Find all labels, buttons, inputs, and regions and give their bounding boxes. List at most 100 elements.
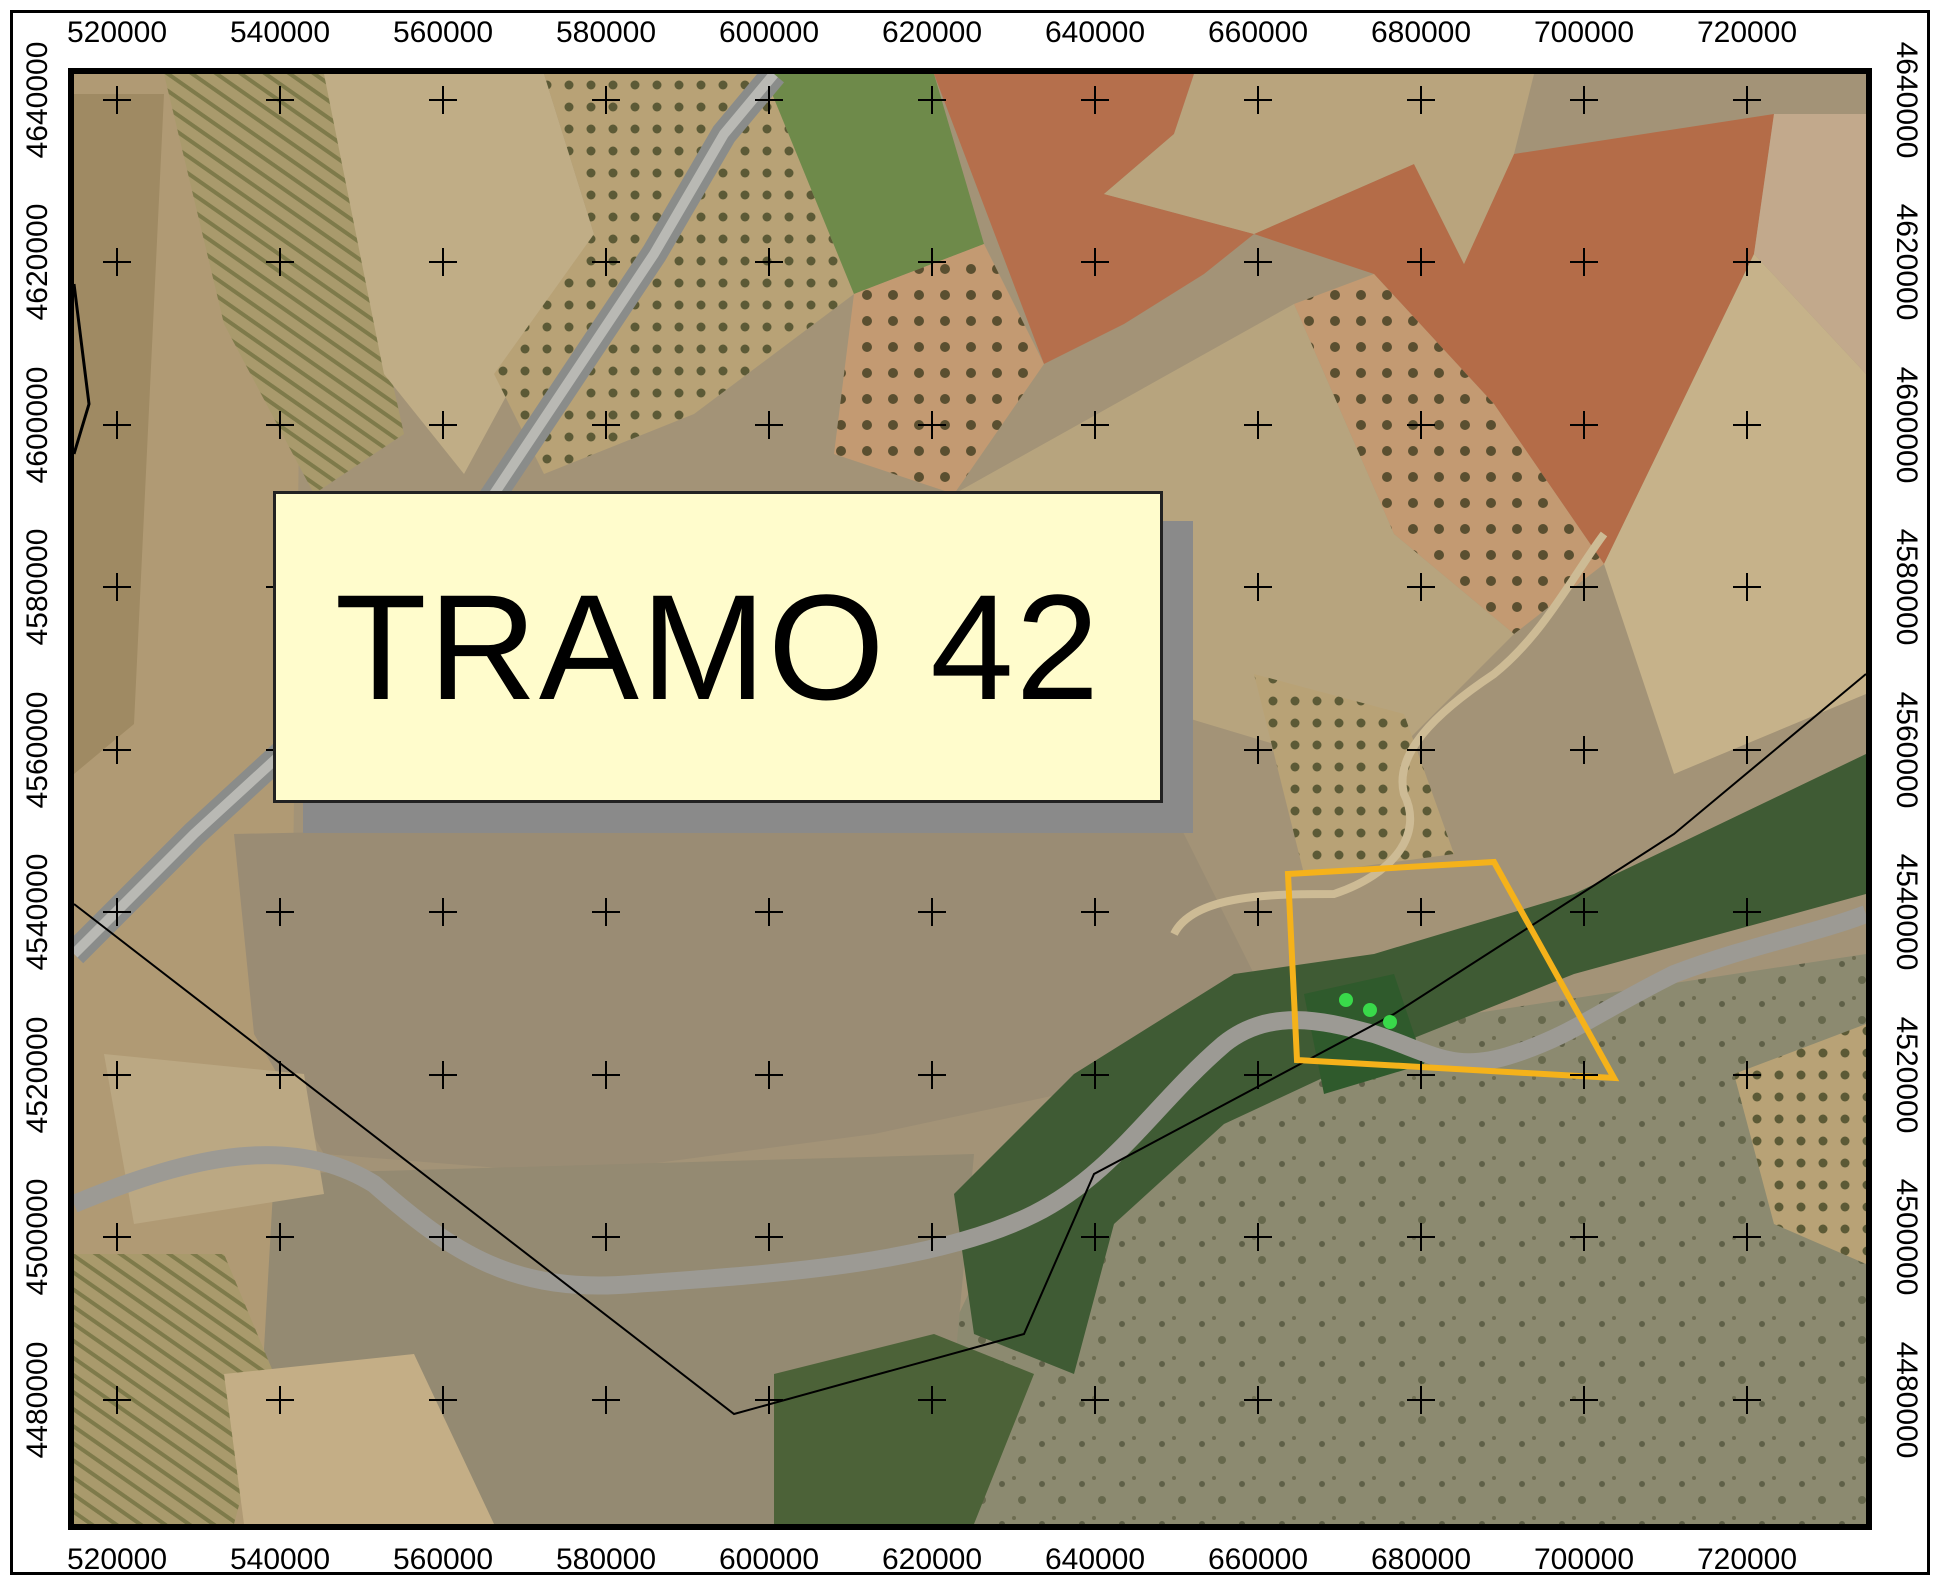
grid-cross-icon [1081, 1223, 1109, 1251]
field [104, 1054, 324, 1224]
grid-cross-icon [1081, 1386, 1109, 1414]
field [74, 94, 164, 774]
red-field [1254, 114, 1774, 564]
field [1754, 114, 1866, 374]
grid-cross-icon [1407, 411, 1435, 439]
grid-cross-icon [1081, 411, 1109, 439]
grid-cross-icon [1570, 898, 1598, 926]
y-tick-label-left: 4580000 [21, 528, 54, 646]
grid-cross-icon [103, 736, 131, 764]
grid-cross-icon [1570, 573, 1598, 601]
y-tick-label-right: 4520000 [1890, 1016, 1923, 1134]
y-tick-label-right: 4500000 [1890, 1178, 1923, 1296]
x-tick-label-top: 520000 [66, 16, 168, 49]
y-tick-label-right: 4480000 [1890, 1341, 1923, 1459]
y-tick-label-right: 4600000 [1890, 366, 1923, 484]
orchard-field [834, 244, 1044, 494]
grid-cross-icon [1244, 86, 1272, 114]
map-title: TRAMO 42 [334, 563, 1102, 731]
y-tick-label-right: 4580000 [1890, 528, 1923, 646]
grid-cross-icon [103, 411, 131, 439]
route-line [74, 673, 1866, 1416]
title-box: TRAMO 42 [273, 491, 1163, 803]
grid-cross-icon [755, 411, 783, 439]
orchard-field [1734, 1024, 1866, 1264]
parcel-outline [1284, 858, 1620, 1082]
grid-cross-icon [1407, 1223, 1435, 1251]
map-canvas [74, 74, 1866, 1524]
grid-cross-icon [1081, 86, 1109, 114]
survey-point-icon[interactable] [1339, 993, 1353, 1007]
y-tick-label-right: 4620000 [1890, 203, 1923, 321]
grid-cross-icon [1570, 411, 1598, 439]
grid-cross-icon [1570, 86, 1598, 114]
grid-cross-icon [1733, 573, 1761, 601]
grid-cross-icon [1570, 1223, 1598, 1251]
x-tick-label-top: 720000 [1696, 16, 1798, 49]
grid-cross-icon [1081, 1061, 1109, 1089]
y-tick-label-left: 4520000 [21, 1016, 54, 1134]
grid-cross-icon [266, 248, 294, 276]
grid-cross-icon [1244, 248, 1272, 276]
field [324, 74, 594, 474]
x-tick-label-bottom: 560000 [392, 1543, 494, 1576]
outer-border [10, 10, 1930, 1575]
grid-cross-icon [1081, 898, 1109, 926]
y-tick-label-left: 4620000 [21, 203, 54, 321]
field [224, 1354, 494, 1524]
grid-cross-icon [1244, 898, 1272, 926]
grid-cross-icon [1407, 1386, 1435, 1414]
grid-cross-icon [266, 1386, 294, 1414]
grid-cross-icon [755, 1061, 783, 1089]
grid-cross-icon [755, 1386, 783, 1414]
grid-cross-icon [1733, 1061, 1761, 1089]
grid-cross-icon [918, 248, 946, 276]
grid-cross-icon [755, 248, 783, 276]
y-tick-label-left: 4560000 [21, 691, 54, 809]
grid-cross-icon [429, 86, 457, 114]
grid-cross-icon [918, 898, 946, 926]
grid-cross-icon [429, 898, 457, 926]
orchard-field [164, 74, 404, 494]
grid-cross-icon [1407, 248, 1435, 276]
x-tick-label-top: 560000 [392, 16, 494, 49]
grid-cross-icon [1244, 1061, 1272, 1089]
grid-cross-icon [918, 411, 946, 439]
x-tick-label-bottom: 720000 [1696, 1543, 1798, 1576]
x-tick-label-bottom: 700000 [1533, 1543, 1635, 1576]
grid-cross-icon [755, 1223, 783, 1251]
grid-cross-icon [1570, 1386, 1598, 1414]
x-tick-label-bottom: 640000 [1044, 1543, 1146, 1576]
grid-cross-icon [1733, 898, 1761, 926]
grid-cross-icon [1733, 1223, 1761, 1251]
grid-cross-icon [266, 86, 294, 114]
grid-cross-icon [1733, 736, 1761, 764]
orchard-field [1294, 274, 1604, 634]
y-tick-label-left: 4500000 [21, 1178, 54, 1296]
x-tick-label-top: 620000 [881, 16, 983, 49]
grid-cross-icon [755, 898, 783, 926]
grid-cross-icon [918, 1061, 946, 1089]
x-tick-label-top: 580000 [555, 16, 657, 49]
x-tick-label-bottom: 520000 [66, 1543, 168, 1576]
y-tick-label-left: 4640000 [21, 41, 54, 159]
orchard-field [1254, 674, 1454, 874]
grid-cross-icon [429, 411, 457, 439]
riparian-vegetation [954, 754, 1866, 1374]
grid-cross-icon [918, 1386, 946, 1414]
red-field [934, 74, 1254, 364]
grid-cross-icon [592, 898, 620, 926]
grid-cross-icon [103, 86, 131, 114]
grid-cross-icon [592, 1386, 620, 1414]
grid-cross-icon [592, 248, 620, 276]
x-tick-label-top: 680000 [1370, 16, 1472, 49]
grid-cross-icon [592, 86, 620, 114]
grid-cross-icon [918, 1223, 946, 1251]
survey-point-icon[interactable] [1383, 1015, 1397, 1029]
survey-point-icon[interactable] [1363, 1003, 1377, 1017]
y-tick-label-right: 4640000 [1890, 41, 1923, 159]
aerial-map[interactable] [68, 68, 1872, 1530]
grid-cross-icon [103, 248, 131, 276]
x-tick-label-bottom: 620000 [881, 1543, 983, 1576]
grid-cross-icon [429, 248, 457, 276]
